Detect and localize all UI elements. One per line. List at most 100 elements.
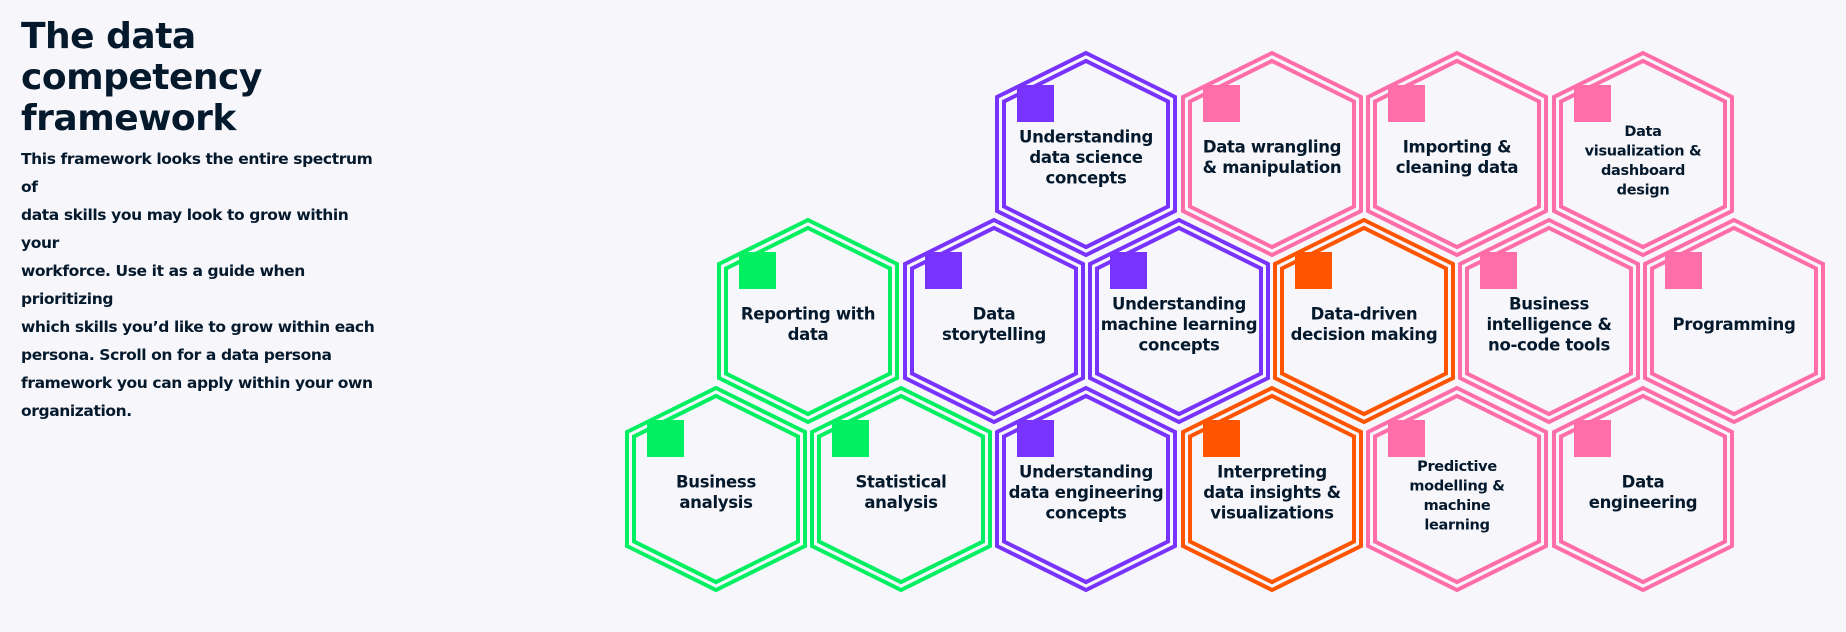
hex-label: Interpreting data insights &visualization… [1203,462,1341,522]
hex-label-line: Understanding [1112,294,1246,313]
hex-outer-outline [1552,50,1734,258]
hex-outer-outline [1273,217,1455,425]
hex-label-line: analysis [679,493,753,512]
hex-predictive-modelling: Predictive modelling & machine learning [1366,385,1548,593]
hex-inner-outline [632,393,800,585]
hex-label-line: modelling & [1409,478,1505,494]
hex-corner-tab [1295,252,1332,289]
hex-label-line: machine learning [1101,315,1257,334]
hex-inner-outline [1280,225,1448,417]
hex-inner-outline [1002,393,1170,585]
hex-inner-outline [724,225,892,417]
hex-outer-outline [1181,50,1363,258]
hex-outer-outline [1552,385,1734,593]
hex-corner-tab [1574,85,1611,122]
hex-corner-tab [1203,420,1240,457]
hex-corner-tab [647,420,684,457]
hex-importing-cleaning: Importing &cleaning data [1366,50,1548,258]
hex-outer-outline [625,385,807,593]
hex-label-line: learning [1424,517,1489,533]
hex-label-line: Reporting with [741,305,875,324]
hex-label-line: cleaning data [1396,158,1519,177]
hex-label-line: Understanding [1019,462,1153,481]
hex-label: Predictive modelling & machine learning [1409,459,1505,534]
hex-inner-outline [910,225,1078,417]
hex-inner-outline [1095,225,1263,417]
hex-label-line: engineering [1589,493,1698,512]
hex-label-line: concepts [1139,335,1220,354]
hex-outer-outline [1458,217,1640,425]
hex-label-line: Data wrangling [1203,138,1341,157]
hex-label-line: Business [676,473,756,492]
hex-inner-outline [1002,58,1170,250]
hex-inner-outline [1188,393,1356,585]
hex-outer-outline [717,217,899,425]
hex-label-line: visualizations [1210,503,1334,522]
hex-outer-outline [810,385,992,593]
hex-corner-tab [1388,85,1425,122]
hex-label-line: Data [1622,473,1665,492]
hex-label-line: data engineering [1009,483,1164,502]
hex-outer-outline [903,217,1085,425]
hex-corner-tab [1017,85,1054,122]
hex-label: Programming [1673,315,1796,334]
hex-corner-tab [832,420,869,457]
hex-label-line: intelligence & [1486,315,1611,334]
intro-paragraph: This framework looks the entire spectrum… [21,150,375,420]
hex-corner-tab [1665,252,1702,289]
hex-label-line: Understanding [1019,127,1153,146]
hex-inner-outline [1373,58,1541,250]
hex-corner-tab [1110,252,1147,289]
hex-outer-outline [1181,385,1363,593]
hex-label-line: Programming [1673,315,1796,334]
hex-inner-outline [1465,225,1633,417]
hex-corner-tab [1203,85,1240,122]
hex-label-line: Interpreting [1217,462,1327,481]
hex-label-line: design [1617,182,1670,198]
hex-label-line: concepts [1046,503,1127,522]
hex-corner-tab [1388,420,1425,457]
hex-inner-outline [1559,393,1727,585]
hex-label-line: no-code tools [1488,335,1610,354]
hex-outer-outline [1088,217,1270,425]
hex-inner-outline [817,393,985,585]
hex-inner-outline [1559,58,1727,250]
hex-label-line: data insights & [1203,483,1341,502]
hex-label-line: Predictive [1417,459,1497,475]
hex-inner-outline [1650,225,1818,417]
hex-corner-tab [1574,420,1611,457]
hex-outer-outline [1366,385,1548,593]
hex-label-line: machine [1424,498,1491,514]
hex-label: Business intelligence &no-code tools [1486,294,1611,354]
hex-label-line: & manipulation [1203,158,1342,177]
hex-programming: Programming [1643,217,1825,425]
hex-label-line: concepts [1046,168,1127,187]
hex-label-line: Statistical [855,473,946,492]
hex-interpreting-insights: Interpreting data insights &visualization… [1181,385,1363,593]
hex-label-line: Business [1509,294,1589,313]
hex-outer-outline [995,50,1177,258]
hex-inner-outline [1373,393,1541,585]
hex-label-line: data science [1029,148,1142,167]
hex-label-line: storytelling [942,325,1046,344]
hex-outer-outline [1366,50,1548,258]
hex-label-line: visualization & [1585,143,1702,159]
hex-business-intelligence: Business intelligence &no-code tools [1458,217,1640,425]
hex-corner-tab [925,252,962,289]
hex-label-line: Importing & [1403,138,1512,157]
